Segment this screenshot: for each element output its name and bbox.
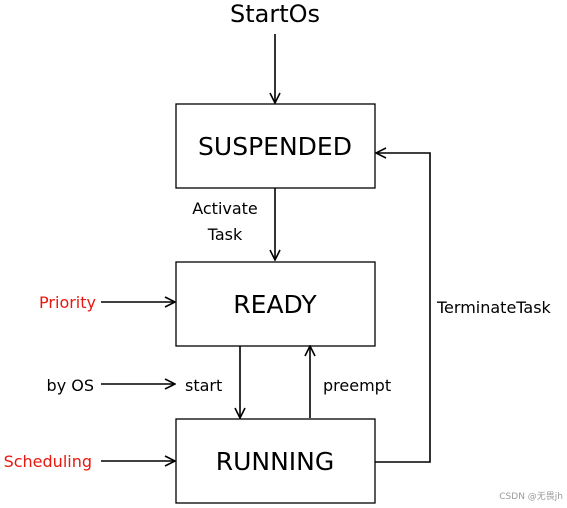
state-running: RUNNING xyxy=(175,418,376,504)
start-label: start xyxy=(185,376,222,395)
preempt-label: preempt xyxy=(323,376,391,395)
state-running-box xyxy=(175,418,376,504)
start-os-label: StartOs xyxy=(230,0,320,28)
activate-label-line2: Task xyxy=(207,225,243,244)
terminate-arrow xyxy=(375,153,431,463)
state-suspended: SUSPENDED xyxy=(175,103,376,189)
watermark: CSDN @无畏jh xyxy=(499,491,563,502)
by-os-label: by OS xyxy=(47,376,94,395)
state-running-label: RUNNING xyxy=(216,447,335,476)
terminate-label: TerminateTask xyxy=(436,298,552,317)
state-suspended-label: SUSPENDED xyxy=(198,132,352,161)
scheduling-label: Scheduling xyxy=(4,452,92,471)
state-ready-label: READY xyxy=(233,290,317,319)
activate-label-line1: Activate xyxy=(192,199,258,218)
state-ready: READY xyxy=(175,261,376,347)
priority-label: Priority xyxy=(39,293,96,312)
state-ready-box xyxy=(175,261,376,347)
